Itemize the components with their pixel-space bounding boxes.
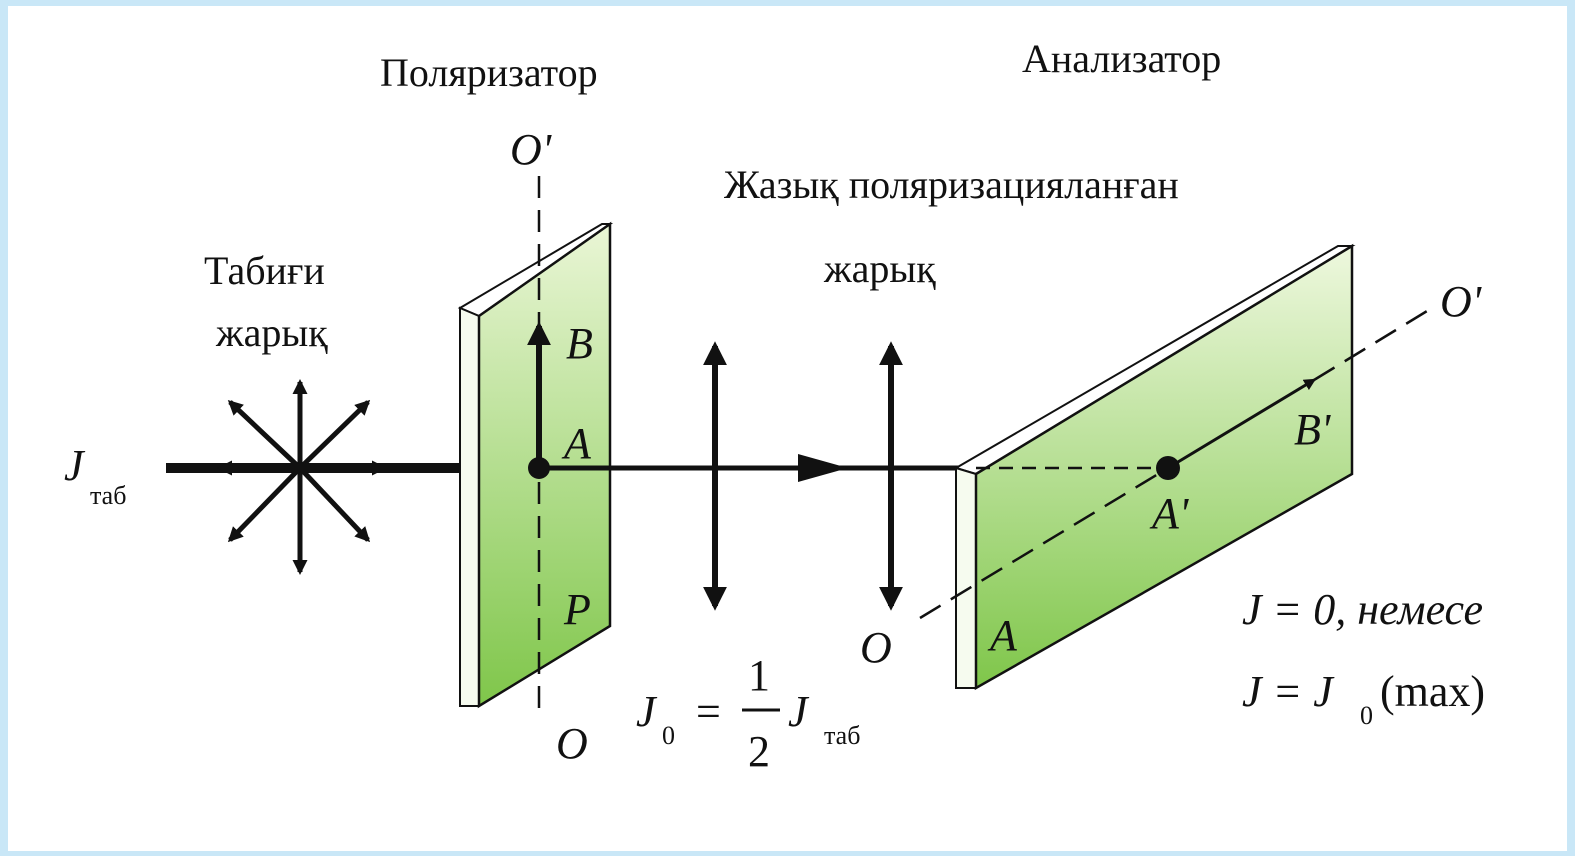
formula-rhs: J [788, 687, 810, 736]
point-a-label: A [561, 419, 592, 468]
beam-direction-arrow [798, 454, 848, 482]
analyzer-label: Анализатор [1022, 36, 1221, 81]
diagram-frame: Поляризатор Анализатор Табиғи жарық Жазы… [8, 6, 1567, 851]
analyzer-axis-start-label: O [860, 623, 892, 672]
polarization-diagram: Поляризатор Анализатор Табиғи жарық Жазы… [64, 36, 1485, 776]
result-line1: J = 0, немесе [1242, 585, 1483, 634]
result-line2-rest: (max) [1380, 667, 1485, 716]
polarizer-axis-bottom-label: O [556, 719, 588, 768]
natural-intensity-symbol: J [64, 441, 86, 490]
point-p-label: P [563, 585, 591, 634]
point-b-label: B [566, 319, 593, 368]
analyzer-axis-upper [1313, 306, 1433, 382]
point-b-prime-label: B' [1294, 405, 1332, 454]
linear-light-label-line1: Жазық поляризацияланған [724, 162, 1179, 207]
polarizer-axis-top-label: O' [510, 125, 553, 174]
polarizer-point-a [528, 457, 550, 479]
natural-light-star [217, 379, 387, 575]
analyzer-axis-lower [919, 466, 1169, 620]
formula-lhs: J [636, 687, 658, 736]
formula-equals: = [696, 687, 721, 736]
result-line2-sub: 0 [1360, 701, 1373, 730]
formula-denominator: 2 [748, 727, 770, 776]
linear-light-label-line2: жарық [823, 246, 936, 291]
point-a-prime-label: A' [1149, 489, 1190, 538]
analyzer-point-a-prime [1156, 456, 1180, 480]
result-line2-lhs: J = J [1242, 667, 1335, 716]
result-formulas: J = 0, немесе J = J 0 (max) [1242, 585, 1485, 730]
natural-light-label-line1: Табиғи [204, 248, 325, 293]
natural-intensity-subscript: таб [90, 481, 126, 510]
natural-light-label-line2: жарық [215, 310, 328, 355]
formula-j0: J 0 = 1 2 J таб [636, 651, 860, 776]
formula-numerator: 1 [748, 651, 770, 700]
analyzer-corner-label: A [987, 611, 1018, 660]
formula-rhs-sub: таб [824, 721, 860, 750]
polarizer-label: Поляризатор [380, 50, 598, 95]
formula-lhs-sub: 0 [662, 721, 675, 750]
analyzer-vector-b-prime [1167, 378, 1317, 470]
analyzer-axis-end-label: O' [1440, 277, 1483, 326]
